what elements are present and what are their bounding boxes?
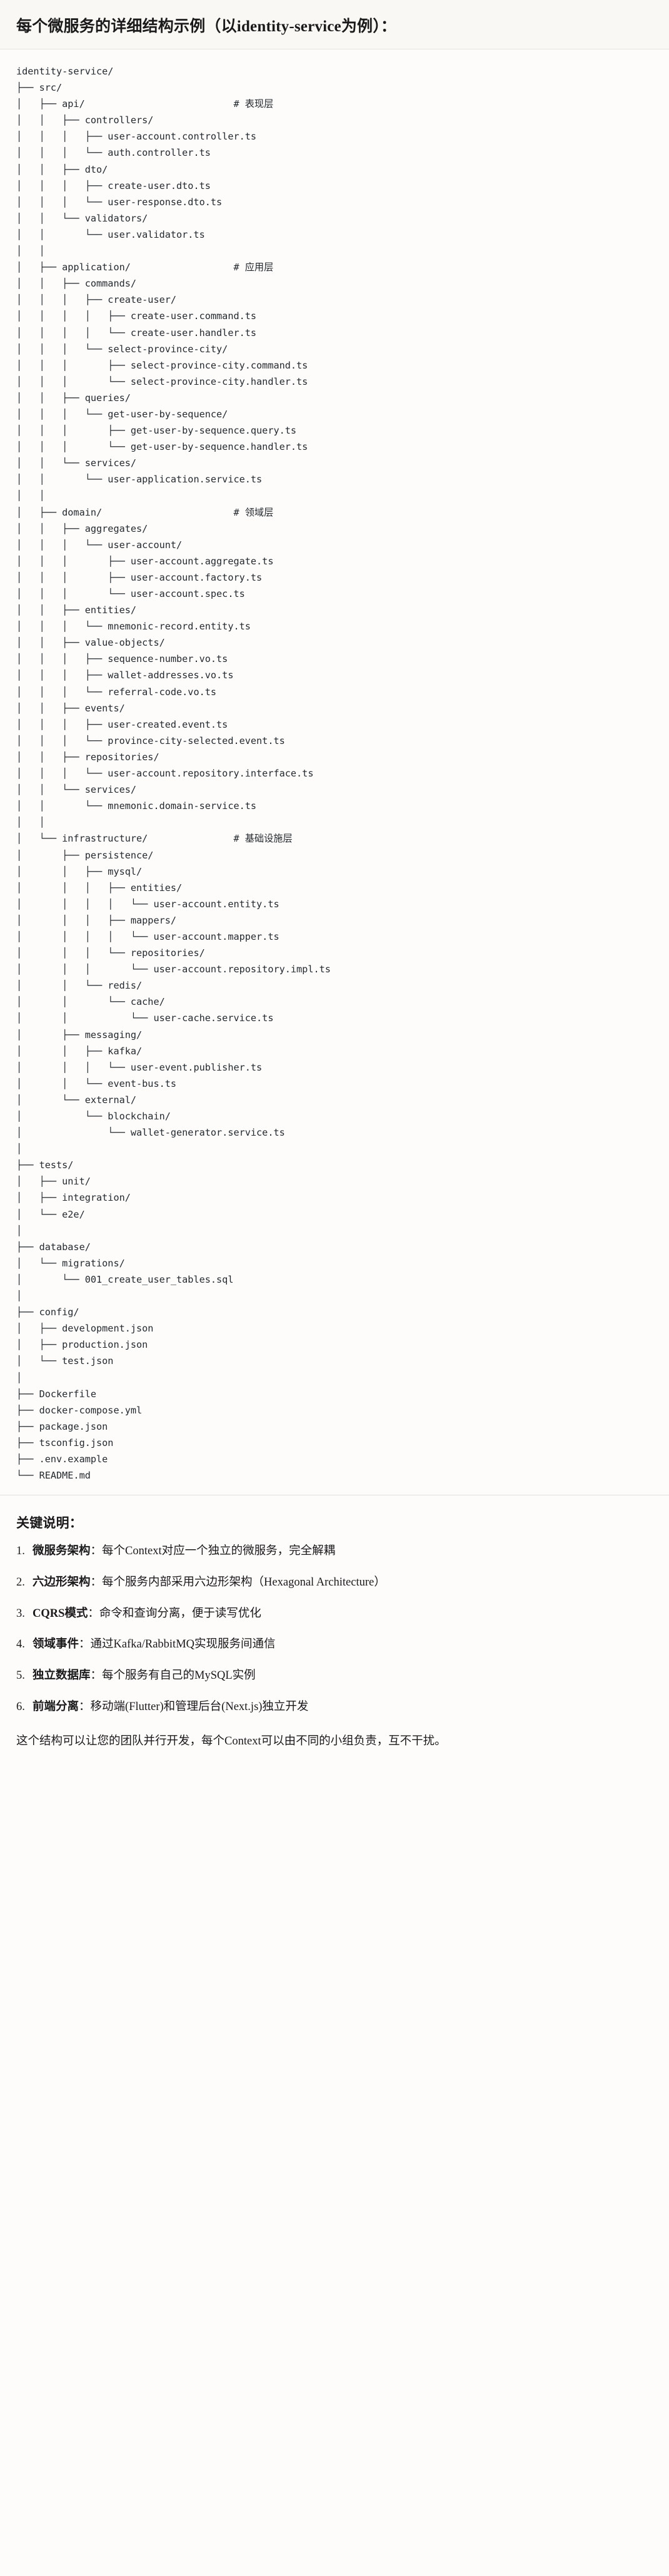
- key-notes-list: 微服务架构：每个Context对应一个独立的微服务，完全解耦 六边形架构：每个服…: [16, 1543, 653, 1716]
- list-item: 微服务架构：每个Context对应一个独立的微服务，完全解耦: [16, 1543, 653, 1560]
- note-term: CQRS模式: [33, 1607, 88, 1620]
- note-separator: ：: [90, 1545, 103, 1558]
- note-description: 通过Kafka/RabbitMQ实现服务间通信: [90, 1638, 276, 1651]
- closing-paragraph: 这个结构可以让您的团队并行开发，每个Context可以由不同的小组负责，互不干扰…: [16, 1734, 446, 1748]
- list-item: 独立数据库：每个服务有自己的MySQL实例: [16, 1667, 653, 1685]
- list-item: 领域事件：通过Kafka/RabbitMQ实现服务间通信: [16, 1636, 653, 1654]
- note-term: 六边形架构: [33, 1576, 91, 1589]
- note-description: 每个Context对应一个独立的微服务，完全解耦: [102, 1545, 336, 1558]
- list-item: 前端分离：移动端(Flutter)和管理后台(Next.js)独立开发: [16, 1699, 653, 1716]
- note-description: 移动端(Flutter)和管理后台(Next.js)独立开发: [90, 1700, 309, 1713]
- note-description: 命令和查询分离，便于读写优化: [99, 1607, 261, 1620]
- note-term: 前端分离: [33, 1700, 79, 1713]
- note-separator: ：: [88, 1607, 99, 1620]
- list-item: 六边形架构：每个服务内部采用六边形架构（Hexagonal Architectu…: [16, 1574, 653, 1592]
- key-notes-heading: 关键说明：: [16, 1515, 83, 1531]
- note-term: 微服务架构: [33, 1545, 91, 1558]
- list-item: CQRS模式：命令和查询分离，便于读写优化: [16, 1606, 653, 1623]
- note-separator: ：: [79, 1700, 91, 1713]
- note-term: 独立数据库: [33, 1669, 91, 1683]
- note-term: 领域事件: [33, 1638, 79, 1651]
- note-separator: ：: [90, 1576, 103, 1589]
- directory-tree-block: identity-service/ ├── src/ │ ├── api/ # …: [0, 49, 669, 1495]
- directory-tree: identity-service/ ├── src/ │ ├── api/ # …: [16, 66, 331, 1482]
- note-description: 每个服务内部采用六边形架构（Hexagonal Architecture）: [102, 1576, 386, 1589]
- note-separator: ：: [90, 1669, 103, 1683]
- page-title: 每个微服务的详细结构示例（以identity-service为例）：: [0, 0, 669, 49]
- document-page: 每个微服务的详细结构示例（以identity-service为例）： ident…: [0, 0, 669, 1766]
- note-separator: ：: [79, 1638, 91, 1651]
- note-description: 每个服务有自己的MySQL实例: [102, 1669, 256, 1683]
- key-notes-section: 关键说明： 微服务架构：每个Context对应一个独立的微服务，完全解耦 六边形…: [0, 1495, 669, 1766]
